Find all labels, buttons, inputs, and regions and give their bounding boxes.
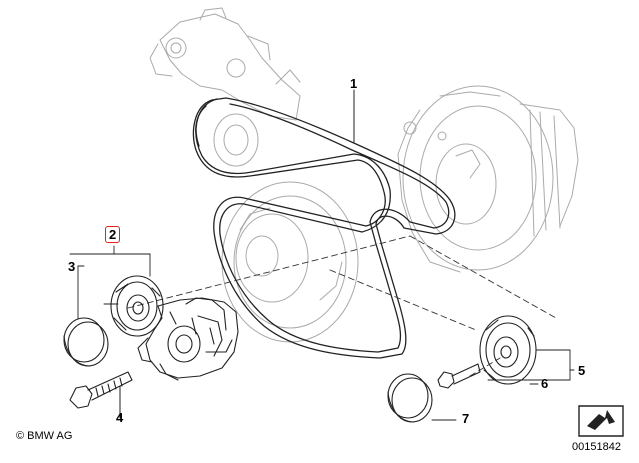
cover-cap-right bbox=[387, 373, 433, 423]
belt-tensioner bbox=[110, 275, 239, 381]
callout-7: 7 bbox=[462, 411, 470, 426]
callout-6: 6 bbox=[541, 376, 549, 391]
idler-pulley bbox=[479, 315, 537, 385]
bolt bbox=[69, 371, 133, 419]
crankshaft-pulley-ghost bbox=[221, 181, 359, 343]
belt-pulley-ghost bbox=[213, 113, 259, 167]
copyright-label: © BMW AG bbox=[16, 430, 73, 442]
callout-2-bracket bbox=[69, 245, 151, 319]
callout-2[interactable]: 2 bbox=[105, 226, 121, 243]
assembly-dashed-lines bbox=[127, 235, 557, 377]
navigation-arrow-icon[interactable] bbox=[577, 404, 625, 438]
callout-5: 5 bbox=[578, 363, 586, 378]
idler-bolt bbox=[437, 363, 481, 389]
callout-4: 4 bbox=[116, 410, 124, 425]
drive-belt bbox=[192, 97, 456, 359]
document-number: 00151842 bbox=[572, 441, 621, 453]
alternator-ghost bbox=[397, 85, 579, 273]
callout-1: 1 bbox=[350, 76, 358, 91]
callout-3: 3 bbox=[68, 259, 76, 274]
engine-bracket-ghost bbox=[149, 7, 301, 121]
cover-cap-left bbox=[63, 317, 109, 367]
callout-5-bracket bbox=[431, 349, 575, 421]
